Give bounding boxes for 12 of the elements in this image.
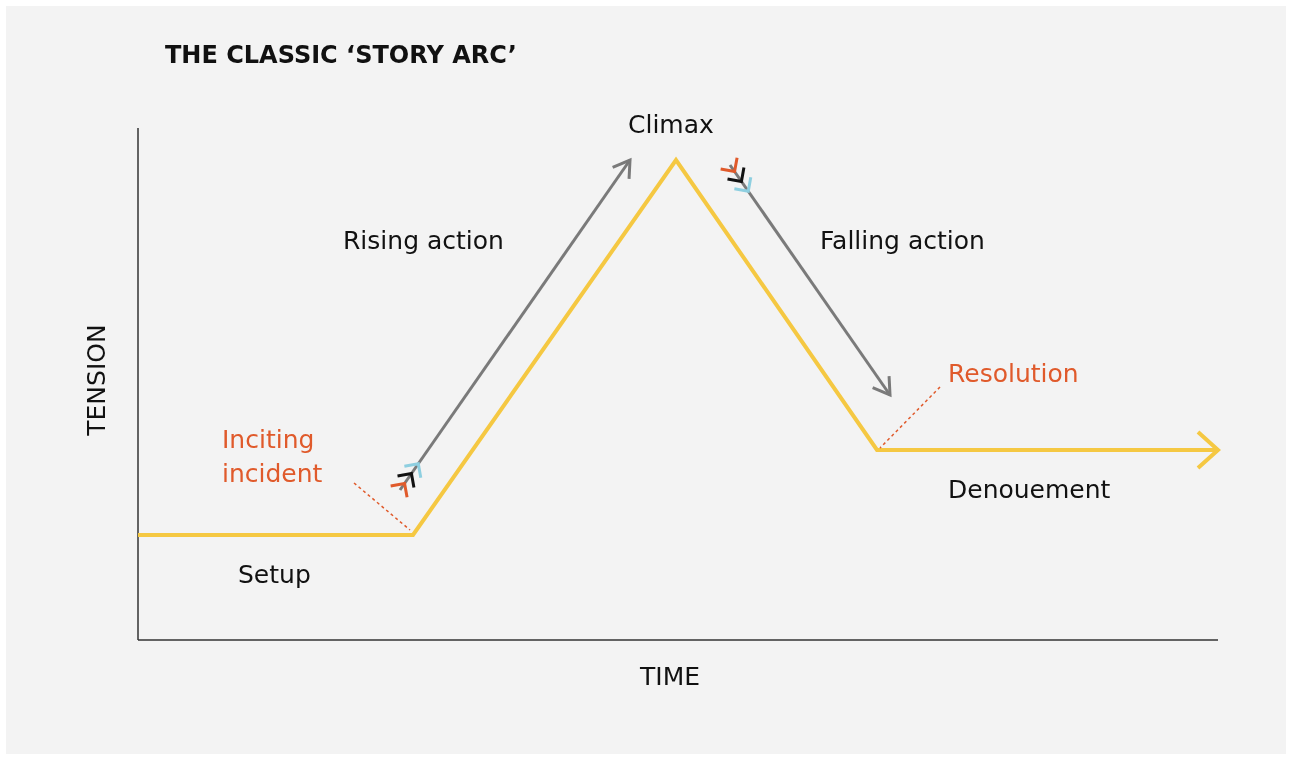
stage-label: Rising action <box>343 225 504 257</box>
leader-line <box>353 482 411 531</box>
stage-label: Denouement <box>948 474 1111 506</box>
axis-title: TENSION <box>80 324 112 436</box>
leader-line <box>879 386 941 449</box>
stage-label: Falling action <box>820 225 985 257</box>
annotation-label: Inciting incident <box>222 423 342 491</box>
annotation-label: Resolution <box>948 357 1079 391</box>
axis-title: TIME <box>640 661 700 693</box>
title: THE CLASSIC ‘STORY ARC’ <box>165 40 517 71</box>
peak-label: Climax <box>628 109 714 141</box>
stage-label: Setup <box>238 559 311 591</box>
